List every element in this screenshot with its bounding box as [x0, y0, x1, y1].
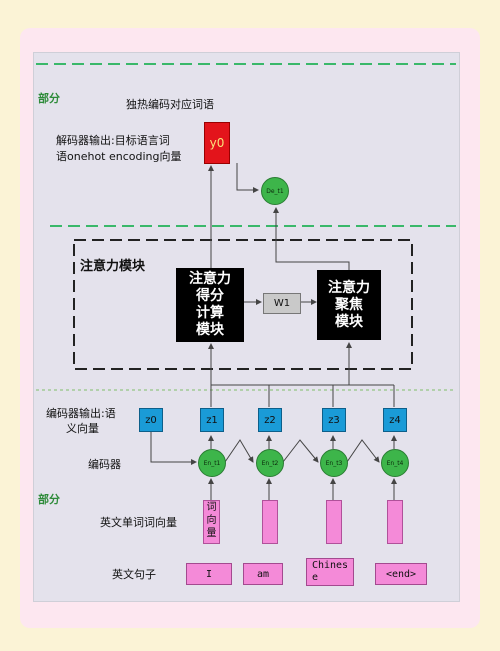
encoder-label: 编码器	[88, 458, 121, 471]
y0-node: y0	[204, 122, 230, 164]
decoder-output-label-1: 解码器输出:目标语言词	[56, 134, 170, 147]
encoder-output-label-1: 编码器输出:语	[46, 407, 116, 420]
w1-box: W1	[263, 293, 301, 314]
attention-focus-box: 注意力 聚焦 模块	[317, 270, 381, 340]
z-node: z1	[200, 408, 224, 432]
encoder-output-label-2: 义向量	[66, 422, 99, 435]
onehot-title: 独热编码对应词语	[126, 98, 214, 111]
bottom-section-label: 部分	[38, 493, 60, 506]
sentence-word: Chines e	[306, 558, 354, 586]
z-node: z2	[258, 408, 282, 432]
attention-module-border	[73, 239, 413, 370]
top-section-label: 部分	[38, 92, 60, 105]
z-node: z0	[139, 408, 163, 432]
embedding-label: 英文单词词向量	[100, 516, 177, 529]
embedding-bar	[262, 500, 278, 544]
encoder-node: En_t2	[256, 449, 284, 477]
attention-module-title: 注意力模块	[80, 259, 146, 274]
embedding-bar	[387, 500, 403, 544]
encoder-node: En_t4	[381, 449, 409, 477]
z-node: z4	[383, 408, 407, 432]
encoder-node: En_t3	[320, 449, 348, 477]
attention-score-box: 注意力 得分 计算 模块	[176, 268, 244, 342]
encoder-node: En_t1	[198, 449, 226, 477]
decoder-node: De_t1	[261, 177, 289, 205]
sentence-word: I	[186, 563, 232, 585]
sentence-label: 英文句子	[112, 568, 156, 581]
embedding-bar	[326, 500, 342, 544]
sentence-word: <end>	[375, 563, 427, 585]
z-node: z3	[322, 408, 346, 432]
decoder-output-label-2: 语onehot encoding向量	[56, 150, 182, 163]
sentence-word: am	[243, 563, 283, 585]
embedding-bar: 词 向 量	[203, 500, 220, 544]
